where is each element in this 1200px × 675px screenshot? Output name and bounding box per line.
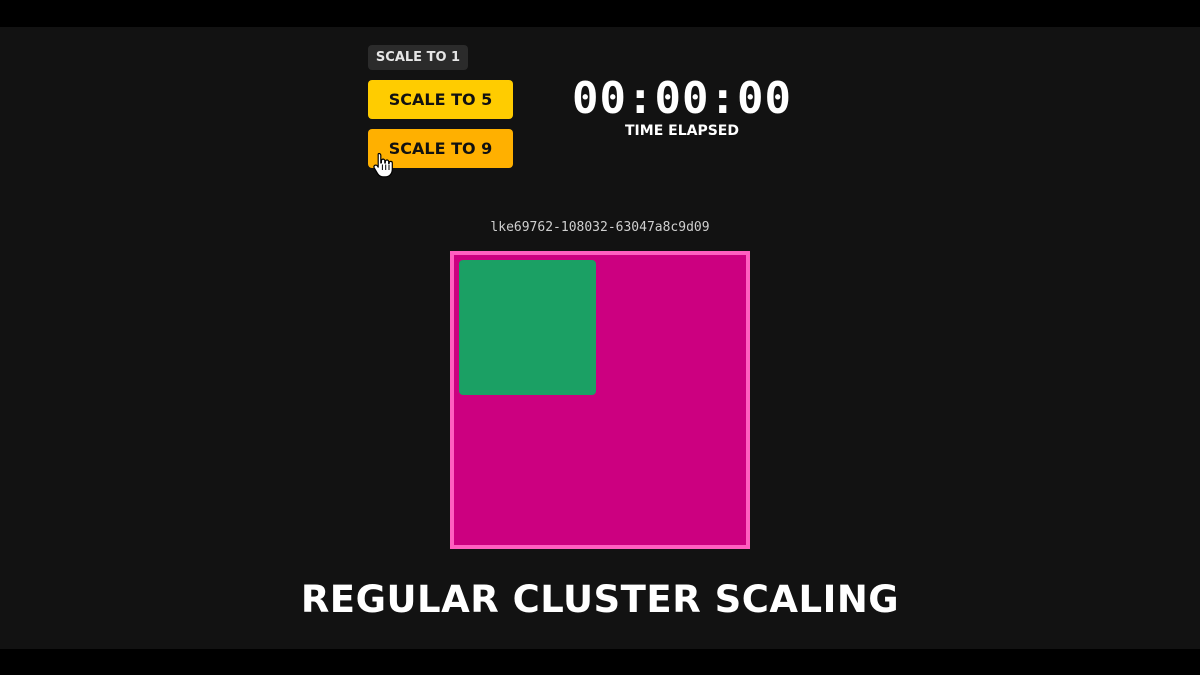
cluster-id-label: lke69762-108032-63047a8c9d09 [490, 220, 710, 235]
scale-to-5-button[interactable]: SCALE TO 5 [368, 80, 513, 119]
elapsed-timer-label: TIME ELAPSED [625, 123, 739, 139]
elapsed-timer: 00:00:00 [572, 73, 792, 124]
scale-to-1-button[interactable]: SCALE TO 1 [368, 45, 468, 70]
hand-pointer-icon [373, 152, 393, 178]
cluster-box [450, 251, 750, 549]
scaling-demo-stage: SCALE TO 1 SCALE TO 5 SCALE TO 9 00:00:0… [0, 27, 1200, 649]
demo-caption: REGULAR CLUSTER SCALING [300, 578, 900, 621]
cluster-node [459, 260, 596, 395]
